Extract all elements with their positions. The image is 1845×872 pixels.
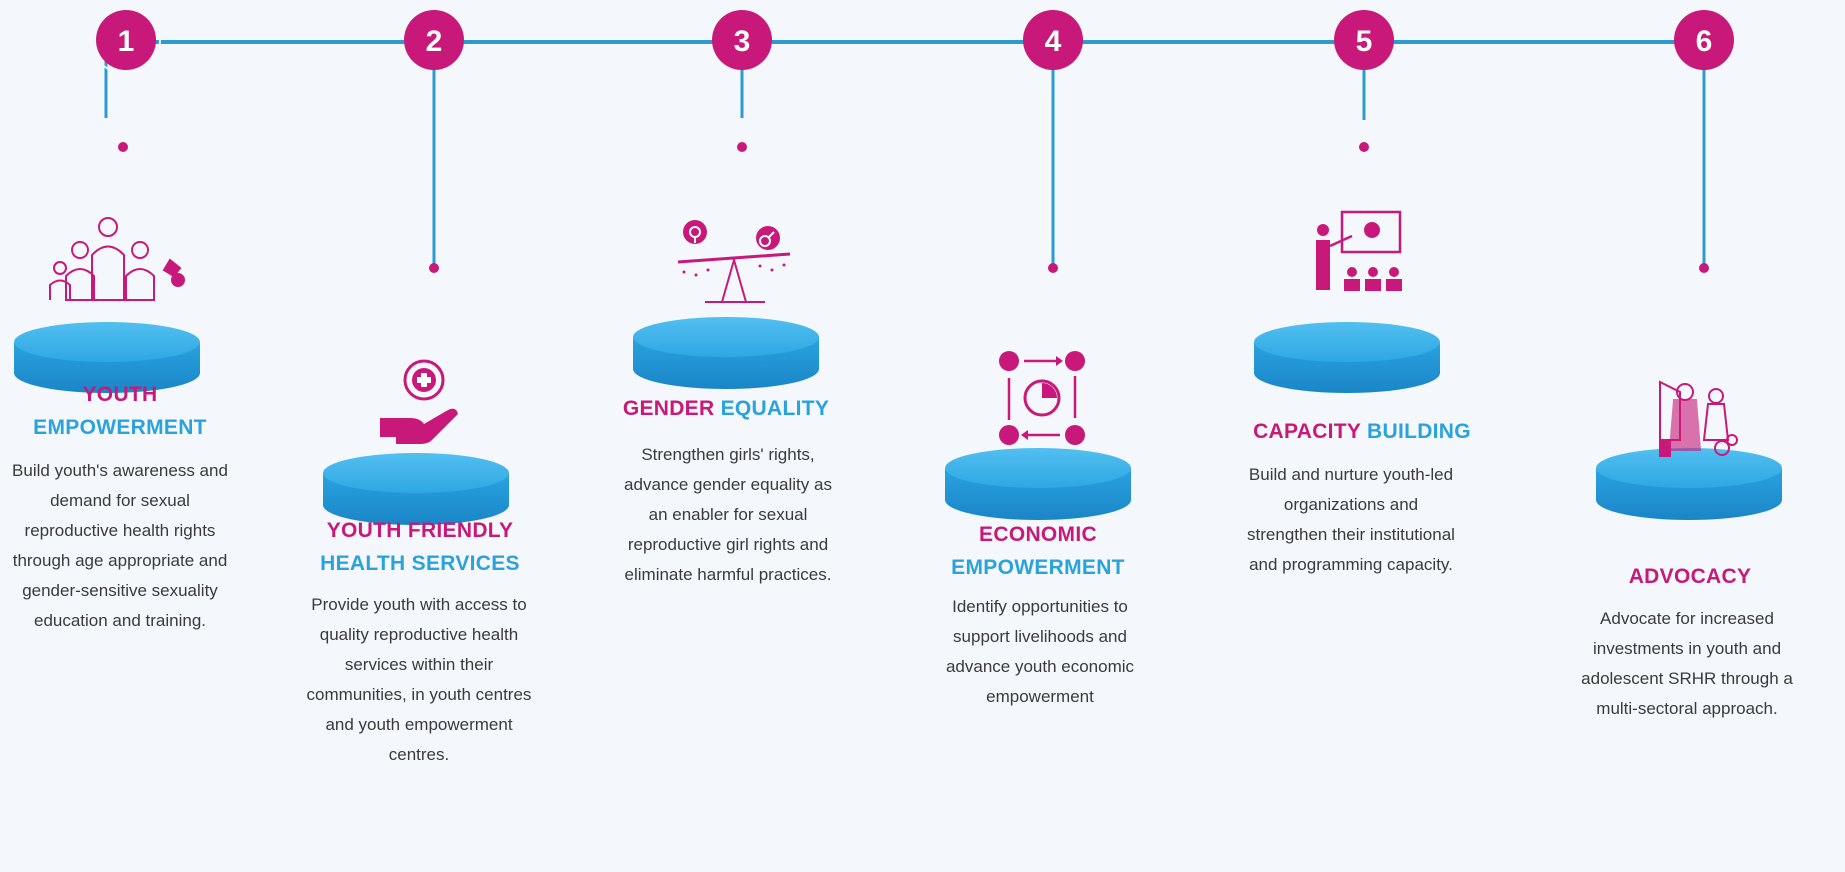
people-icon: [49, 217, 185, 301]
pedestal-1: [14, 322, 200, 393]
step-number-5: 5: [1356, 25, 1373, 58]
step-2-title: YOUTH FRIENDLY HEALTH SERVICES: [300, 514, 540, 580]
step-3-title-part2: EQUALITY: [720, 397, 830, 420]
stem-dot-2: [429, 263, 439, 273]
step-4-title-line1: ECONOMIC: [979, 523, 1097, 546]
step-6-title-line1: ADVOCACY: [1628, 565, 1752, 588]
step-2-description: Provide youth with access to quality rep…: [306, 595, 532, 764]
stem-dot-6: [1699, 263, 1709, 273]
pedestal-2: [323, 453, 509, 525]
step-1-title: YOUTH EMPOWERMENT: [0, 378, 240, 444]
step-badge-5: 5: [1334, 10, 1394, 70]
step-badge-3: 3: [712, 10, 772, 70]
step-5-title-part2: BUILDING: [1367, 420, 1471, 443]
pedestal-5: [1254, 322, 1440, 393]
step-3-title-part1: GENDER: [622, 397, 715, 420]
pedestal-3: [633, 317, 819, 389]
step-2-title-line1: YOUTH FRIENDLY: [326, 519, 514, 542]
step-5-description: Build and nurture youth-led organization…: [1247, 465, 1455, 574]
stem-dot-5: [1359, 142, 1369, 152]
stem-dot-3: [737, 142, 747, 152]
step-1-description: Build youth's awareness and demand for s…: [12, 461, 228, 630]
advocacy-people-icon: [1659, 380, 1738, 457]
step-6-title: ADVOCACY: [1570, 560, 1810, 593]
step-4-title-line2: EMPOWERMENT: [951, 556, 1125, 579]
stem-dot-1: [118, 142, 128, 152]
stem-dot-4: [1048, 263, 1058, 273]
step-badge-1: 1: [91, 5, 161, 75]
step-1-title-line2: EMPOWERMENT: [33, 416, 207, 439]
step-1-title-line1: YOUTH: [82, 383, 158, 406]
presentation-training-icon: [1316, 210, 1402, 291]
step-number-2: 2: [426, 25, 443, 58]
step-3-title: GENDER EQUALITY: [606, 392, 846, 425]
step-4-title: ECONOMIC EMPOWERMENT: [918, 518, 1158, 584]
step-5-title: CAPACITY BUILDING: [1232, 415, 1492, 448]
step-badge-2: 2: [404, 10, 464, 70]
step-3-description: Strengthen girls' rights, advance gender…: [624, 445, 832, 584]
step-number-4: 4: [1045, 25, 1062, 58]
step-badge-6: 6: [1674, 10, 1734, 70]
step-6-description: Advocate for increased investments in yo…: [1581, 609, 1793, 718]
step-2-title-line2: HEALTH SERVICES: [320, 552, 520, 575]
gender-balance-scale-icon: [677, 220, 791, 303]
pedestal-6: [1596, 448, 1782, 520]
step-number-1: 1: [118, 25, 135, 58]
pedestal-4: [945, 448, 1131, 520]
step-number-3: 3: [734, 25, 751, 58]
step-5-title-part1: CAPACITY: [1253, 420, 1361, 443]
step-number-6: 6: [1696, 25, 1713, 58]
step-4-description: Identify opportunities to support liveli…: [945, 597, 1135, 706]
hand-medical-cross-icon: [380, 359, 458, 444]
step-badge-4: 4: [1023, 10, 1083, 70]
economic-cycle-icon: [999, 351, 1085, 445]
